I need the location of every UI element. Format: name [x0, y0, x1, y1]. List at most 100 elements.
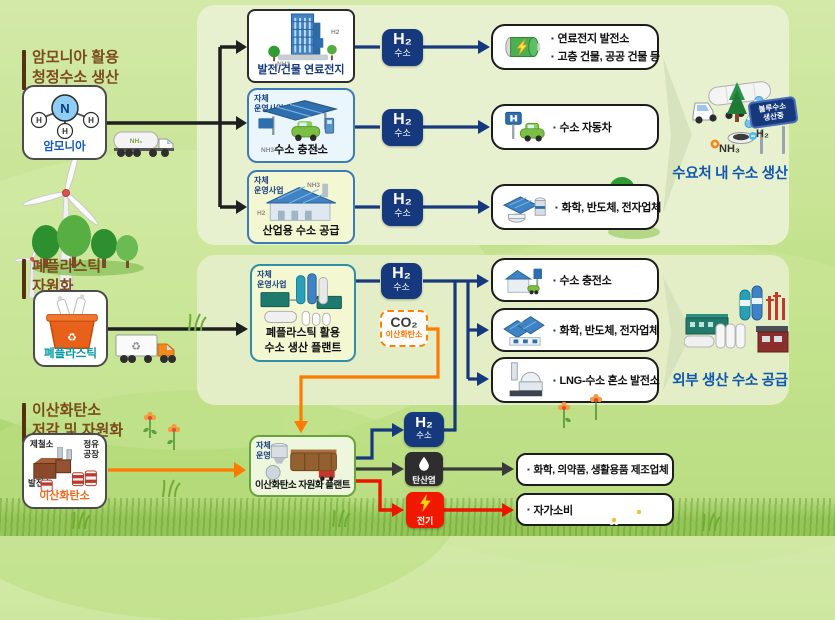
mini-label: H2 [257, 210, 266, 217]
mini-label: NH3 [277, 61, 291, 68]
h2-station-box-label: 수소 충전소 [274, 144, 328, 156]
h2-badge: H₂ 수소 [382, 189, 423, 226]
h2-badge: H₂ 수소 [382, 109, 423, 146]
fuel-cell-box: H2 NH3 발전/건물 연료전지 [247, 9, 355, 83]
result-chem-semi-2: ▪화학, 반도체, 전자업체 [491, 308, 659, 352]
flow-red-electric [356, 479, 514, 517]
ammonia-label: 암모니아 [43, 141, 86, 153]
plastic-source-box: ♻ 폐플라스틱 [33, 290, 108, 367]
header-bar [22, 50, 26, 90]
grass-tuft-icon [332, 509, 351, 528]
svg-text:N: N [60, 101, 69, 116]
result-h2-station: ▪수소 충전소 [491, 258, 659, 302]
grass-tuft-icon [72, 511, 91, 530]
daisy-icon [633, 506, 645, 517]
section-header-ammonia: 암모니아 활용 청정수소 생산 [32, 49, 119, 86]
bullet-icon: ▪ [527, 505, 530, 514]
chemical-plant-icon [502, 196, 546, 223]
co2-plant-icon [265, 442, 337, 481]
bullet-icon: ▪ [553, 375, 556, 385]
h2-car-icon [505, 111, 545, 142]
bullet-icon: ▪ [551, 33, 554, 43]
bullet-icon: ▪ [553, 325, 556, 335]
flow-black-ammonia [107, 40, 247, 214]
plastic-plant-label: 폐플라스틱 활용 수소 생산 플랜트 [264, 327, 342, 354]
result-item: 자가소비 [533, 504, 574, 517]
lng-plant-icon [509, 362, 543, 397]
refinery-label: 정유 공장 [83, 439, 99, 459]
grass-tuft-icon [702, 513, 721, 532]
bullet-icon: ▪ [527, 465, 530, 474]
recycle-bin-icon: ♻ [46, 294, 98, 349]
co2-source-box: 제철소 정유 공장 발전소 이산화탄소 [22, 433, 107, 509]
h2-station-small-icon [504, 268, 542, 295]
result-item: 화학, 반도체, 전자업체 [559, 325, 660, 337]
svg-text:H: H [62, 127, 68, 136]
industrial-h2-box-label: 산업용 수소 공급 [262, 225, 340, 237]
result-item: 고층 건물, 공공 건물 등 [557, 51, 660, 63]
mini-label: H2 [311, 147, 320, 154]
onsite-production-title: 수요처 내 수소 생산 [672, 166, 788, 182]
industry-solar-icon [266, 183, 336, 221]
result-item: 화학, 의약품, 생활용품 제조업체 [533, 464, 669, 476]
bullet-icon: ▪ [553, 122, 556, 132]
result-chem-semi: ▪화학, 반도체, 전자업체 [491, 184, 662, 230]
fuel-cell-battery-icon [505, 36, 541, 58]
fuel-cell-box-label: 발전/건물 연료전지 [257, 64, 345, 76]
plastic-label: 폐플라스틱 [44, 348, 97, 360]
flow-navy-hydrogen [355, 40, 490, 460]
result-item: LNG-수소 혼소 발전소 [559, 375, 660, 387]
result-fuel-cell-uses: ▪연료전지 발전소 ▪고층 건물, 공공 건물 등 [491, 24, 660, 70]
mini-label: H2 [331, 29, 340, 36]
recycle-truck-icon: ♻ [115, 334, 176, 363]
result-item: 화학, 반도체, 전자업체 [561, 202, 662, 214]
recycle-glyph: ♻ [131, 341, 141, 353]
steel-mill-label: 제철소 [30, 439, 54, 449]
h2-badge: H₂ 수소 [404, 412, 444, 447]
external-supply-title: 외부 생산 수소 공급 [672, 373, 788, 389]
result-h2-car: ▪수소 자동차 [491, 104, 659, 150]
flower-icon [143, 411, 157, 438]
result-lng-plant: ▪LNG-수소 혼소 발전소 [491, 357, 660, 403]
mini-label: NH3 [261, 147, 275, 154]
flower-icon [589, 393, 603, 420]
grass-tuft-icon [188, 313, 207, 332]
svg-text:H: H [36, 116, 42, 125]
ammonia-source-box: N H H H 암모니아 [22, 85, 107, 160]
sign-post [760, 130, 763, 154]
sign-post [782, 126, 785, 154]
building-icon [268, 13, 337, 62]
co2-emitters-icon [33, 447, 97, 492]
flow-orange-co2 [108, 327, 440, 478]
chevron-arrows [663, 57, 692, 391]
flow-dark-carbonate [356, 462, 514, 476]
result-item: 수소 충전소 [559, 275, 612, 287]
h2-label: H₂ [756, 128, 769, 140]
bullet-icon: ▪ [553, 275, 556, 285]
svg-text:H: H [88, 116, 94, 125]
flower-icon [167, 423, 181, 450]
carbonate-badge: 탄산염 [405, 452, 443, 486]
h2-badge: H₂ 수소 [382, 29, 423, 66]
nh3-label: NH₃ [719, 143, 740, 155]
external-plant-icon [684, 285, 789, 353]
flow-lines-layer [107, 40, 692, 517]
daisy-icon [608, 514, 620, 525]
ammonia-molecule-icon: N H H H [30, 94, 100, 139]
grass-tuft-icon [162, 479, 181, 498]
droplet-icon [419, 456, 429, 471]
bullet-icon: ▪ [551, 51, 554, 61]
solar-factory-icon [503, 316, 545, 346]
h2-badge: H₂ 수소 [381, 263, 422, 299]
electricity-badge: 전기 [406, 492, 444, 528]
flow-black-plastic [108, 322, 248, 336]
lightning-icon [419, 494, 431, 512]
h2-plant-icon [260, 273, 342, 326]
